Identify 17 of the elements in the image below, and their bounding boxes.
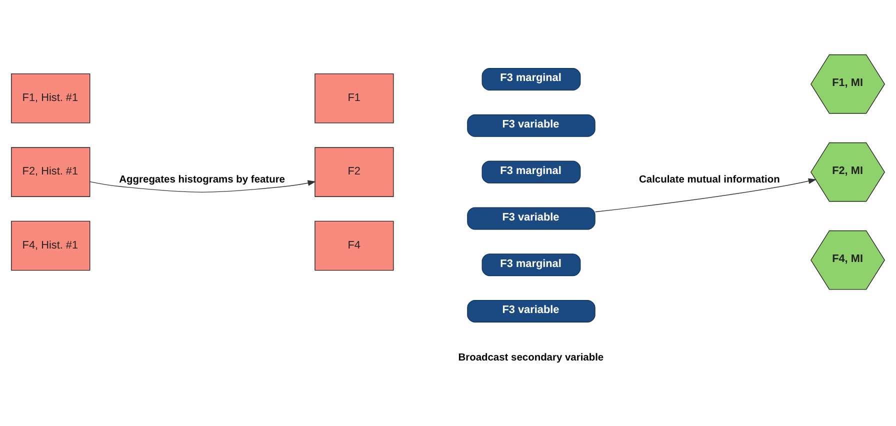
node-box: F3 variable — [467, 207, 596, 230]
node-box: F2, Hist. #1 — [11, 147, 90, 197]
node-box: F2 — [314, 147, 394, 197]
edge-label: Aggregates histograms by feature — [119, 174, 286, 186]
arrow — [90, 180, 316, 192]
node-box: F3 marginal — [482, 254, 581, 276]
node-box: F1, Hist. #1 — [11, 74, 90, 124]
node-box: F3 variable — [467, 114, 596, 137]
edge-label: Calculate mutual information — [639, 174, 780, 186]
label: Broadcast secondary variable — [458, 352, 604, 364]
node-box: F1 — [314, 74, 394, 124]
node-box: F4, Hist. #1 — [11, 220, 90, 271]
arrow — [594, 178, 817, 212]
node-box: F4 — [314, 220, 394, 271]
node-box: F3 variable — [467, 300, 596, 322]
node-box: F3 marginal — [482, 160, 581, 184]
node-box: F3 marginal — [482, 68, 581, 91]
